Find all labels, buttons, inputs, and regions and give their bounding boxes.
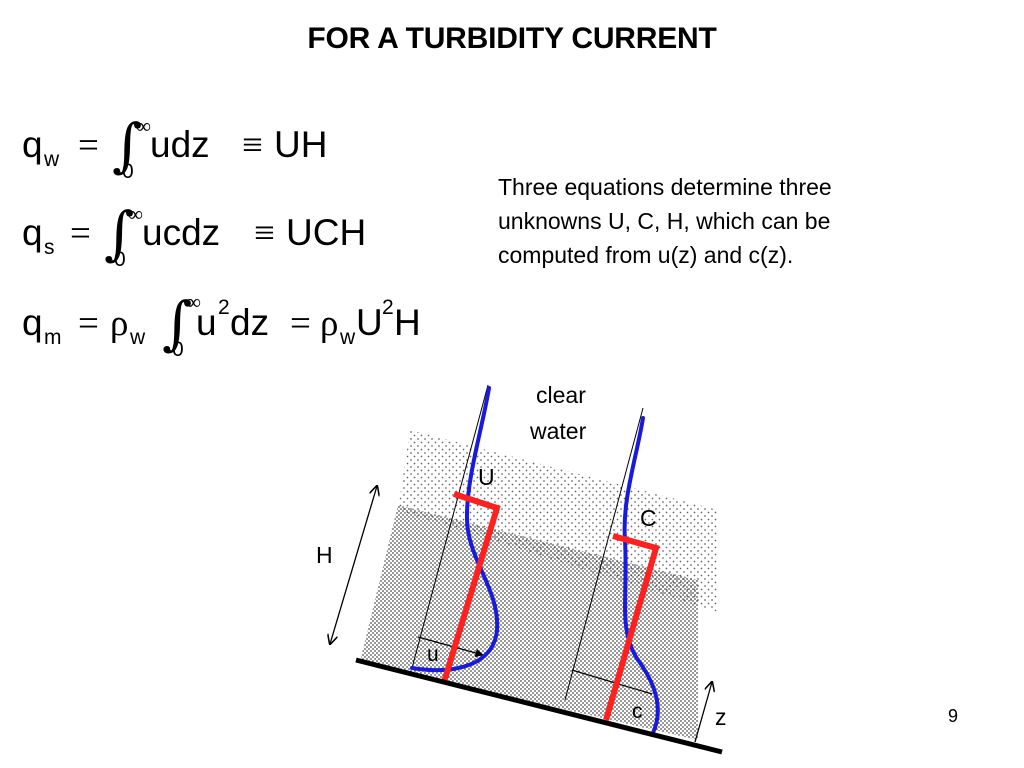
eq1-integrand: udz <box>150 124 210 165</box>
concentration-arrow <box>571 669 653 695</box>
z-axis-arrow <box>694 682 712 743</box>
eq1-lhs-symbol: q <box>22 124 43 165</box>
eq3-result-rho-subscript: w <box>340 326 356 349</box>
eq3-result-rho: ρ <box>320 303 339 344</box>
eq3-lhs-symbol: q <box>22 302 43 343</box>
page-number: 9 <box>948 706 959 726</box>
eq1-result: UH <box>274 124 328 165</box>
eq1-identity: ≡ <box>242 125 263 166</box>
eq3-result-exponent: 2 <box>382 296 394 319</box>
eq1-lhs-subscript: w <box>44 148 60 171</box>
eq2-upper-limit: ∞ <box>128 202 143 226</box>
eq3-integrand-exponent: 2 <box>218 296 230 319</box>
eq2-lower-limit: 0 <box>114 248 126 271</box>
label-thickness: H <box>316 542 333 568</box>
eq1-integral-sign: ∫ <box>112 111 143 179</box>
label-velocity: u <box>427 643 439 666</box>
eq3-upper-limit: ∞ <box>186 290 201 314</box>
average-concentration-line <box>603 533 660 721</box>
eq2-equals: = <box>70 213 91 254</box>
eq3-rho: ρ <box>110 303 129 344</box>
eq3-rho-subscript: w <box>130 326 146 349</box>
eq1-upper-limit: ∞ <box>136 114 151 138</box>
label-concentration: c <box>632 700 643 723</box>
thickness-arrow <box>330 486 377 644</box>
label-z: z <box>715 704 727 730</box>
label-average-velocity: U <box>478 464 495 490</box>
eq3-lhs-subscript: m <box>44 326 62 349</box>
equation-sediment-flux: q s = ∫ ∞ 0 ucdz ≡ UCH <box>22 199 366 276</box>
eq1-lower-limit: 0 <box>122 160 134 183</box>
eq3-result-base: U <box>356 302 383 343</box>
eq3-equals-2: = <box>290 303 311 344</box>
eq3-integral-sign: ∫ <box>162 289 193 357</box>
velocity-profile-curve <box>410 386 500 673</box>
eq2-integral-sign: ∫ <box>104 199 135 267</box>
reference-line-concentration <box>564 407 644 701</box>
eq3-equals: = <box>78 303 99 344</box>
velocity-arrow <box>417 636 484 658</box>
description-text: Three equations determine three unknowns… <box>498 174 832 268</box>
sloping-bed <box>355 657 723 755</box>
average-velocity-line <box>441 491 501 683</box>
slide-title: FOR A TURBIDITY CURRENT <box>307 22 717 55</box>
eq1-equals: = <box>78 125 99 166</box>
eq2-result: UCH <box>286 212 367 253</box>
equation-momentum-flux: q m = ρ w ∫ ∞ 0 u 2 dz = ρ w U 2 H <box>22 289 442 368</box>
eq3-integrand-tail: dz <box>230 302 270 343</box>
concentration-profile-curve <box>622 416 660 737</box>
eq2-identity: ≡ <box>254 213 275 254</box>
reference-line-velocity <box>411 384 489 669</box>
eq2-lhs-subscript: s <box>44 236 55 259</box>
clear-water-label-line2: water <box>530 418 587 444</box>
eq3-lower-limit: 0 <box>172 338 184 361</box>
eq2-integrand: ucdz <box>142 212 221 253</box>
eq3-result-tail: H <box>394 302 421 343</box>
equation-water-flux: q w = ∫ ∞ 0 udz ≡ UH <box>22 111 342 188</box>
label-average-concentration: C <box>640 505 657 531</box>
clear-water-label-line1: clear <box>536 382 586 408</box>
eq3-integrand-base: u <box>196 302 217 343</box>
eq2-lhs-symbol: q <box>22 212 43 253</box>
